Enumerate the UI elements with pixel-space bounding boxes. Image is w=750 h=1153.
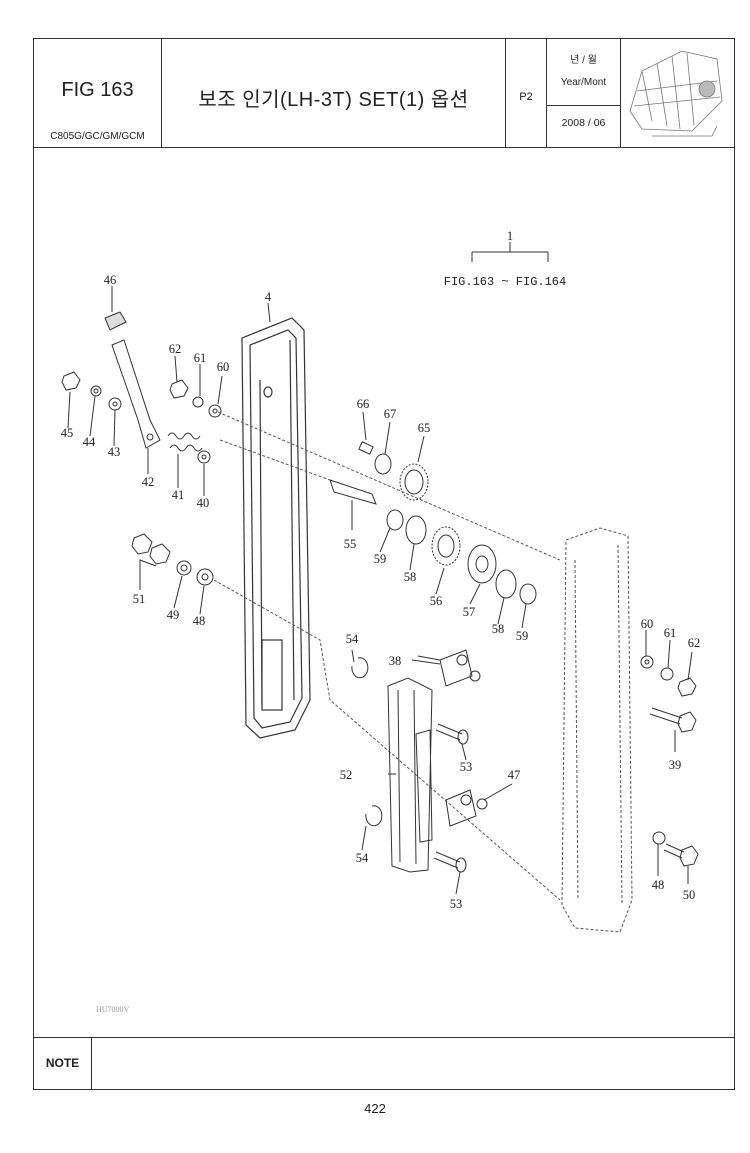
part-label: 54 [356, 851, 369, 865]
part-label: 66 [357, 397, 370, 411]
revision-date: 2008 / 06 [561, 117, 606, 129]
part-label: 52 [340, 768, 353, 782]
part-label: 44 [83, 435, 96, 449]
part-label: 43 [108, 445, 121, 459]
part-label: 48 [652, 878, 665, 892]
title-cell [162, 39, 506, 147]
assembly-ref-label: 1 [507, 229, 513, 243]
part-label: 58 [492, 622, 505, 636]
part-callouts: 46 4 62 61 60 45 44 43 42 41 40 66 67 65… [61, 273, 701, 911]
fig-label: FIG 163 [61, 79, 134, 101]
year-month-korean: 년 / 월 [570, 55, 597, 66]
part-label: 48 [193, 614, 206, 628]
year-month-cell [547, 39, 621, 147]
part-label: 61 [664, 626, 677, 640]
model-label: C805G/GC/GM/GCM [50, 131, 145, 142]
part-label: 4 [265, 290, 272, 304]
part-label: 65 [418, 421, 431, 435]
part-label: 46 [104, 273, 117, 287]
part-label: 67 [384, 407, 397, 421]
part-label: 60 [641, 617, 654, 631]
sheet-frame: FIG 163 C805G/GC/GM/GCM 보조 인기(LH-3T) SET… [33, 38, 735, 1090]
note-label: NOTE [34, 1037, 92, 1089]
part-label: 53 [460, 760, 473, 774]
part-label: 55 [344, 537, 357, 551]
part-label: 59 [516, 629, 529, 643]
fig-range-label: FIG.163 ~ FIG.164 [444, 275, 566, 289]
part-label: 45 [61, 426, 74, 440]
drawing-id-watermark: HU7000V [96, 1005, 130, 1014]
part-label: 56 [430, 594, 443, 608]
part-label: 39 [669, 758, 682, 772]
part-label: 62 [688, 636, 701, 650]
year-month-divider [547, 105, 620, 106]
part-label: 41 [172, 488, 185, 502]
part-label: 54 [346, 632, 359, 646]
page-code-cell [506, 39, 547, 147]
part-label: 50 [683, 888, 696, 902]
frame-plate [241, 317, 311, 739]
part-label: 53 [450, 897, 463, 911]
page-code: P2 [519, 91, 533, 103]
part-label: 61 [194, 351, 207, 365]
part-label: 58 [404, 570, 417, 584]
header-divider [34, 147, 734, 148]
part-label: 59 [374, 552, 387, 566]
part-label: 47 [508, 768, 521, 782]
machine-thumbnail-image [629, 50, 723, 137]
part-label: 62 [169, 342, 182, 356]
page-title: 보조 인기(LH-3T) SET(1) 옵션 [198, 89, 469, 111]
part-label: 42 [142, 475, 155, 489]
page-number: 422 [364, 1101, 386, 1116]
part-label: 51 [133, 592, 146, 606]
part-label: 38 [389, 654, 402, 668]
year-month-label: Year/Mont [560, 77, 607, 88]
part-label: 40 [197, 496, 210, 510]
note-divider [34, 1037, 734, 1038]
part-label: 57 [463, 605, 476, 619]
fig-cell [34, 39, 162, 147]
part-label: 60 [217, 360, 230, 374]
part-label: 49 [167, 608, 180, 622]
